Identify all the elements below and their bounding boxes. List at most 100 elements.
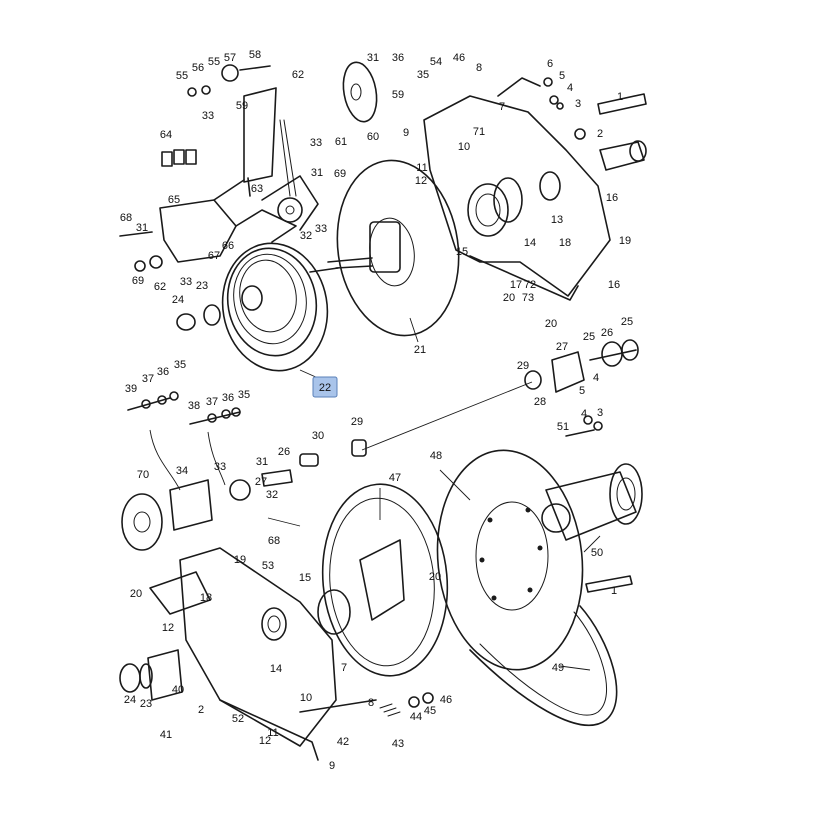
part-label-20: 20	[503, 292, 515, 304]
part-label-33: 33	[180, 276, 192, 288]
part-label-11: 11	[267, 727, 278, 739]
part-label-13: 13	[551, 214, 563, 226]
part-label-62: 62	[292, 69, 304, 81]
part-label-7: 7	[499, 101, 505, 113]
part-label-16: 16	[606, 192, 618, 204]
part-label-5: 5	[559, 70, 565, 82]
part-label-40: 40	[172, 684, 184, 696]
part-label-68: 68	[268, 535, 280, 547]
part-label-36: 36	[222, 392, 234, 404]
part-label-7: 7	[341, 662, 347, 674]
part-label-38: 38	[188, 400, 200, 412]
plate-34	[121, 439, 367, 551]
highlight-callout-22[interactable]: 22	[312, 376, 338, 398]
bolt-38	[189, 407, 241, 425]
part-label-17: 17	[510, 279, 522, 291]
part-label-51: 51	[557, 421, 569, 433]
shaft-1	[597, 93, 647, 171]
part-label-35: 35	[174, 359, 186, 371]
part-label-20: 20	[130, 588, 142, 600]
disc-21	[327, 159, 460, 337]
part-label-55: 55	[176, 70, 188, 82]
part-label-37: 37	[206, 396, 218, 408]
part-label-20: 20	[545, 318, 557, 330]
bearing-40	[119, 649, 183, 701]
washer-23	[203, 304, 221, 326]
part-label-54: 54	[430, 56, 442, 68]
part-label-12: 12	[162, 622, 174, 634]
part-label-33: 33	[310, 137, 322, 149]
part-label-55: 55	[208, 56, 220, 68]
part-label-1: 1	[611, 585, 617, 597]
hub-50	[541, 463, 643, 541]
part-label-1: 1	[617, 91, 623, 103]
part-label-3: 3	[575, 98, 581, 110]
highlight-label-22[interactable]: 22	[319, 382, 331, 394]
bolt-69	[134, 260, 146, 272]
part-label-10: 10	[458, 141, 470, 153]
part-label-6: 6	[547, 58, 553, 70]
nut-24	[176, 313, 196, 331]
part-label-8: 8	[368, 697, 374, 709]
part-label-64: 64	[160, 129, 172, 141]
part-label-16: 16	[608, 279, 620, 291]
part-label-46: 46	[453, 52, 465, 64]
part-label-24: 24	[124, 694, 136, 706]
disc-70	[121, 493, 163, 551]
part-label-24: 24	[172, 294, 184, 306]
chain-64	[161, 119, 297, 197]
part-label-48: 48	[430, 450, 442, 462]
part-label-31: 31	[311, 167, 323, 179]
bolt-68	[119, 231, 153, 237]
part-label-31: 31	[256, 456, 268, 468]
part-label-60: 60	[367, 131, 379, 143]
part-label-31: 31	[136, 222, 148, 234]
shaft-axis-upper	[361, 381, 533, 451]
part-label-12: 12	[259, 735, 271, 747]
part-label-70: 70	[137, 469, 149, 481]
part-label-23: 23	[140, 698, 152, 710]
part-label-58: 58	[249, 49, 261, 61]
part-label-28: 28	[534, 396, 546, 408]
part-label-67: 67	[208, 250, 220, 262]
part-label-25: 25	[621, 316, 633, 328]
part-label-4: 4	[581, 408, 587, 420]
belt-49	[469, 605, 618, 726]
part-label-46: 46	[440, 694, 452, 706]
part-label-18: 18	[559, 237, 571, 249]
part-label-43: 43	[392, 738, 404, 750]
part-label-26: 26	[601, 327, 613, 339]
part-label-26: 26	[278, 446, 290, 458]
part-label-9: 9	[329, 760, 335, 772]
pulley-60	[342, 61, 378, 123]
plate-27	[524, 339, 639, 393]
part-label-73: 73	[522, 292, 534, 304]
part-label-71: 71	[473, 126, 485, 138]
part-label-4: 4	[567, 82, 573, 94]
part-label-9: 9	[403, 127, 409, 139]
bearing-15	[317, 589, 351, 635]
part-label-35: 35	[417, 69, 429, 81]
part-label-15: 15	[456, 246, 468, 258]
part-label-53: 53	[262, 560, 274, 572]
part-label-25: 25	[583, 331, 595, 343]
part-label-33: 33	[202, 110, 214, 122]
part-label-27: 27	[556, 341, 568, 353]
part-label-66: 66	[222, 240, 234, 252]
bolt-51	[565, 415, 603, 437]
part-label-50: 50	[591, 547, 603, 559]
bolt-3	[556, 102, 564, 110]
part-label-44: 44	[410, 711, 422, 723]
frame-16	[423, 77, 611, 301]
part-label-59: 59	[392, 89, 404, 101]
part-label-3: 3	[597, 407, 603, 419]
key-1	[585, 575, 633, 593]
part-label-49: 49	[552, 662, 564, 674]
part-label-18: 18	[200, 592, 212, 604]
part-label-42: 42	[337, 736, 349, 748]
part-label-33: 33	[315, 223, 327, 235]
part-label-30: 30	[312, 430, 324, 442]
